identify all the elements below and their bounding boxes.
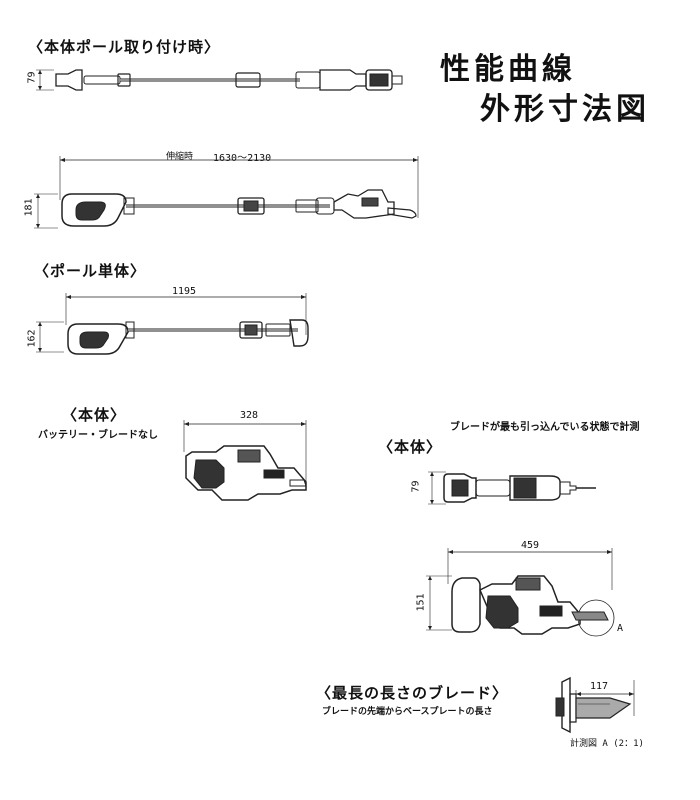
dim-body-length-no-blade: 328 <box>240 410 259 421</box>
pole-only-drawing <box>36 293 309 355</box>
body-top-drawing <box>428 471 596 505</box>
note-blade-length: ブレードの先端からベースプレートの長さ <box>322 707 493 717</box>
dim-blade-length: 117 <box>590 681 609 692</box>
pole-mounted-drawing <box>36 69 403 91</box>
extended-drawing <box>34 156 419 229</box>
heading-body-top: 〈本体〉 <box>378 438 443 456</box>
heading-longest-blade: 〈最長の長さのブレード〉 <box>316 684 509 702</box>
dim-body-length: 459 <box>521 540 540 551</box>
dim-telescopic-label: 伸縮時 <box>166 152 194 162</box>
title-line-2: 外形寸法図 <box>480 92 650 127</box>
body-side-drawing <box>183 420 307 501</box>
note-no-battery-blade: バッテリー・ブレードなし <box>38 430 158 441</box>
dim-telescopic-range: 1630～2130 <box>213 153 272 164</box>
blade-detail-drawing <box>555 676 635 734</box>
heading-pole-only: 〈ポール単体〉 <box>34 262 147 280</box>
note-detail-view: 計測図 A (2：1) <box>570 739 644 749</box>
dim-pole-length: 1195 <box>172 286 197 297</box>
note-blade-measure: ブレードが最も引っ込んでいる状態で計測 <box>450 422 640 433</box>
body-full-drawing <box>426 548 615 637</box>
heading-body-side: 〈本体〉 <box>62 406 127 424</box>
heading-pole-mounted: 〈本体ポール取り付け時〉 <box>28 38 221 56</box>
detail-marker-a: A <box>617 623 624 634</box>
title-line-1: 性能曲線 <box>440 52 576 87</box>
